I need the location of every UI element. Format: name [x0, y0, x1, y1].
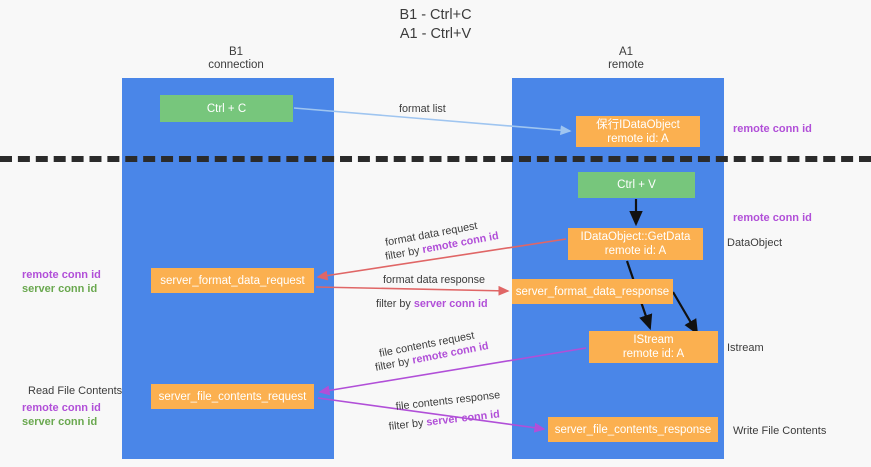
annotation-read-file-contents: Read File Contents [28, 384, 122, 398]
filter-key-server-conn-id: server conn id [413, 298, 488, 310]
edge-label-format-data-response: format data response [383, 274, 486, 286]
annotation-conn-ids-top: remote conn id server conn id [22, 268, 101, 296]
annotation-text: Istream [727, 342, 764, 354]
box-server-format-data-response[interactable]: server_format_data_response [512, 279, 673, 304]
box-idataobject[interactable]: 保行IDataObject remote id: A [576, 116, 700, 147]
box-ctrl-v[interactable]: Ctrl + V [578, 172, 695, 198]
page-title: B1 - Ctrl+C A1 - Ctrl+V [399, 7, 472, 42]
box-ctrl-c[interactable]: Ctrl + C [160, 95, 293, 122]
box-istream[interactable]: IStream remote id: A [589, 331, 718, 363]
annotation-text: DataObject [727, 237, 783, 249]
annotation-text: remote conn id [733, 212, 812, 224]
column-header-b1: B1 connection [208, 46, 264, 71]
annotation-remote-conn-id-top: remote conn id [733, 122, 812, 136]
filter-prefix: filter by [388, 416, 428, 433]
annotation-text: remote conn id [733, 123, 812, 135]
annotation-remote-conn-id: remote conn id [22, 269, 101, 281]
column-header-a1: A1 remote [608, 46, 644, 71]
annotation-write-file-contents: Write File Contents [733, 424, 826, 438]
box-server-format-data-request[interactable]: server_format_data_request [151, 268, 314, 293]
filter-prefix: filter by [376, 298, 414, 310]
annotation-istream: Istream [727, 341, 764, 355]
box-server-file-contents-request[interactable]: server_file_contents_request [151, 384, 314, 409]
box-server-file-contents-response[interactable]: server_file_contents_response [548, 417, 718, 442]
filter-key-server-conn-id: server conn id [425, 408, 501, 429]
annotation-text: Read File Contents [28, 385, 123, 397]
annotation-server-conn-id: server conn id [22, 416, 98, 428]
phase-divider [0, 156, 871, 162]
annotation-server-conn-id: server conn id [22, 283, 98, 295]
edge-label-format-list: format list [399, 103, 446, 115]
annotation-text: Write File Contents [733, 425, 827, 437]
annotation-dataobject: DataObject [727, 236, 782, 250]
box-idataobject-getdata[interactable]: IDataObject::GetData remote id: A [568, 228, 703, 260]
annotation-remote-conn-id-mid: remote conn id [733, 211, 812, 225]
edge-label-format-data-response-filter: filter by server conn id [376, 297, 488, 312]
annotation-conn-ids-bottom: remote conn id server conn id [22, 401, 101, 429]
annotation-remote-conn-id: remote conn id [22, 402, 101, 414]
